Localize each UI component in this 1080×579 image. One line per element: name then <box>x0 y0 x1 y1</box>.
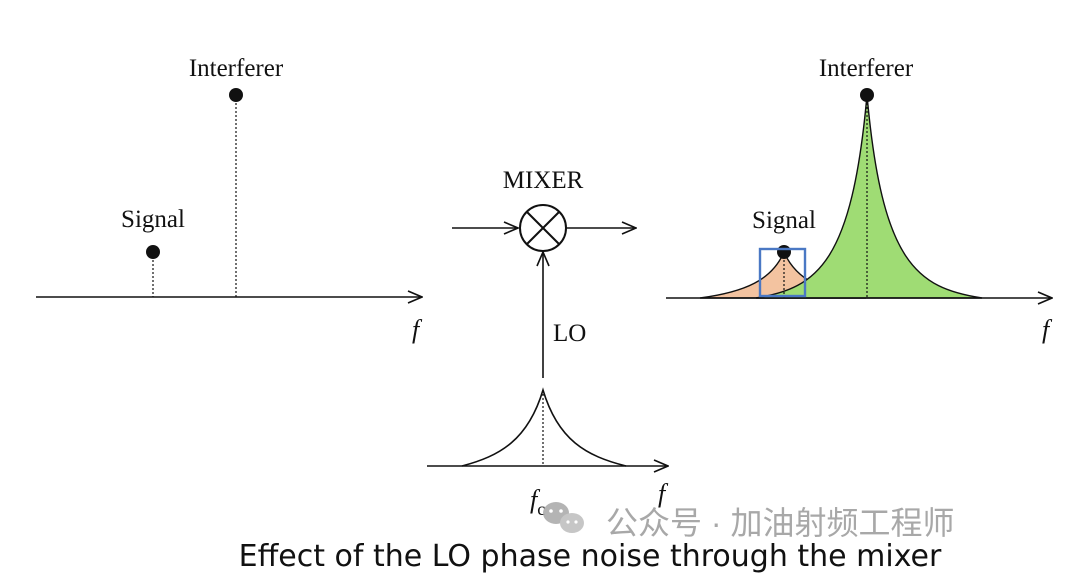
lo-label: LO <box>553 320 586 347</box>
right-axis-label: f <box>1042 315 1053 344</box>
lo-axis-label: f <box>658 479 669 508</box>
right-signal-dot <box>777 245 791 259</box>
left-interferer-label: Interferer <box>189 55 284 82</box>
figure-caption: Effect of the LO phase noise through the… <box>239 539 942 574</box>
left-spectrum: f Signal Interferer <box>36 55 423 344</box>
left-interferer-dot <box>229 88 243 102</box>
left-signal-dot <box>146 245 160 259</box>
right-signal-label: Signal <box>752 207 816 234</box>
left-axis-label: f <box>412 315 423 344</box>
lo-center-label: fc <box>530 485 545 519</box>
lo-spectrum: fc f <box>427 387 669 519</box>
mixer-label: MIXER <box>503 167 584 194</box>
mixer-block: MIXER LO <box>452 167 636 378</box>
left-signal-label: Signal <box>121 206 185 233</box>
signal-highlight-box <box>758 247 807 298</box>
right-interferer-label: Interferer <box>819 55 914 82</box>
right-interferer-dot <box>860 88 874 102</box>
wechat-icon <box>543 502 584 533</box>
lo-phase-noise-skirt <box>461 387 627 467</box>
mixer-cross-b <box>526 211 560 245</box>
right-spectrum: f Signal Interferer <box>666 55 1053 344</box>
watermark-text: 公众号 · 加油射频工程师 <box>606 505 954 541</box>
watermark: 公众号 · 加油射频工程师 <box>543 502 954 541</box>
